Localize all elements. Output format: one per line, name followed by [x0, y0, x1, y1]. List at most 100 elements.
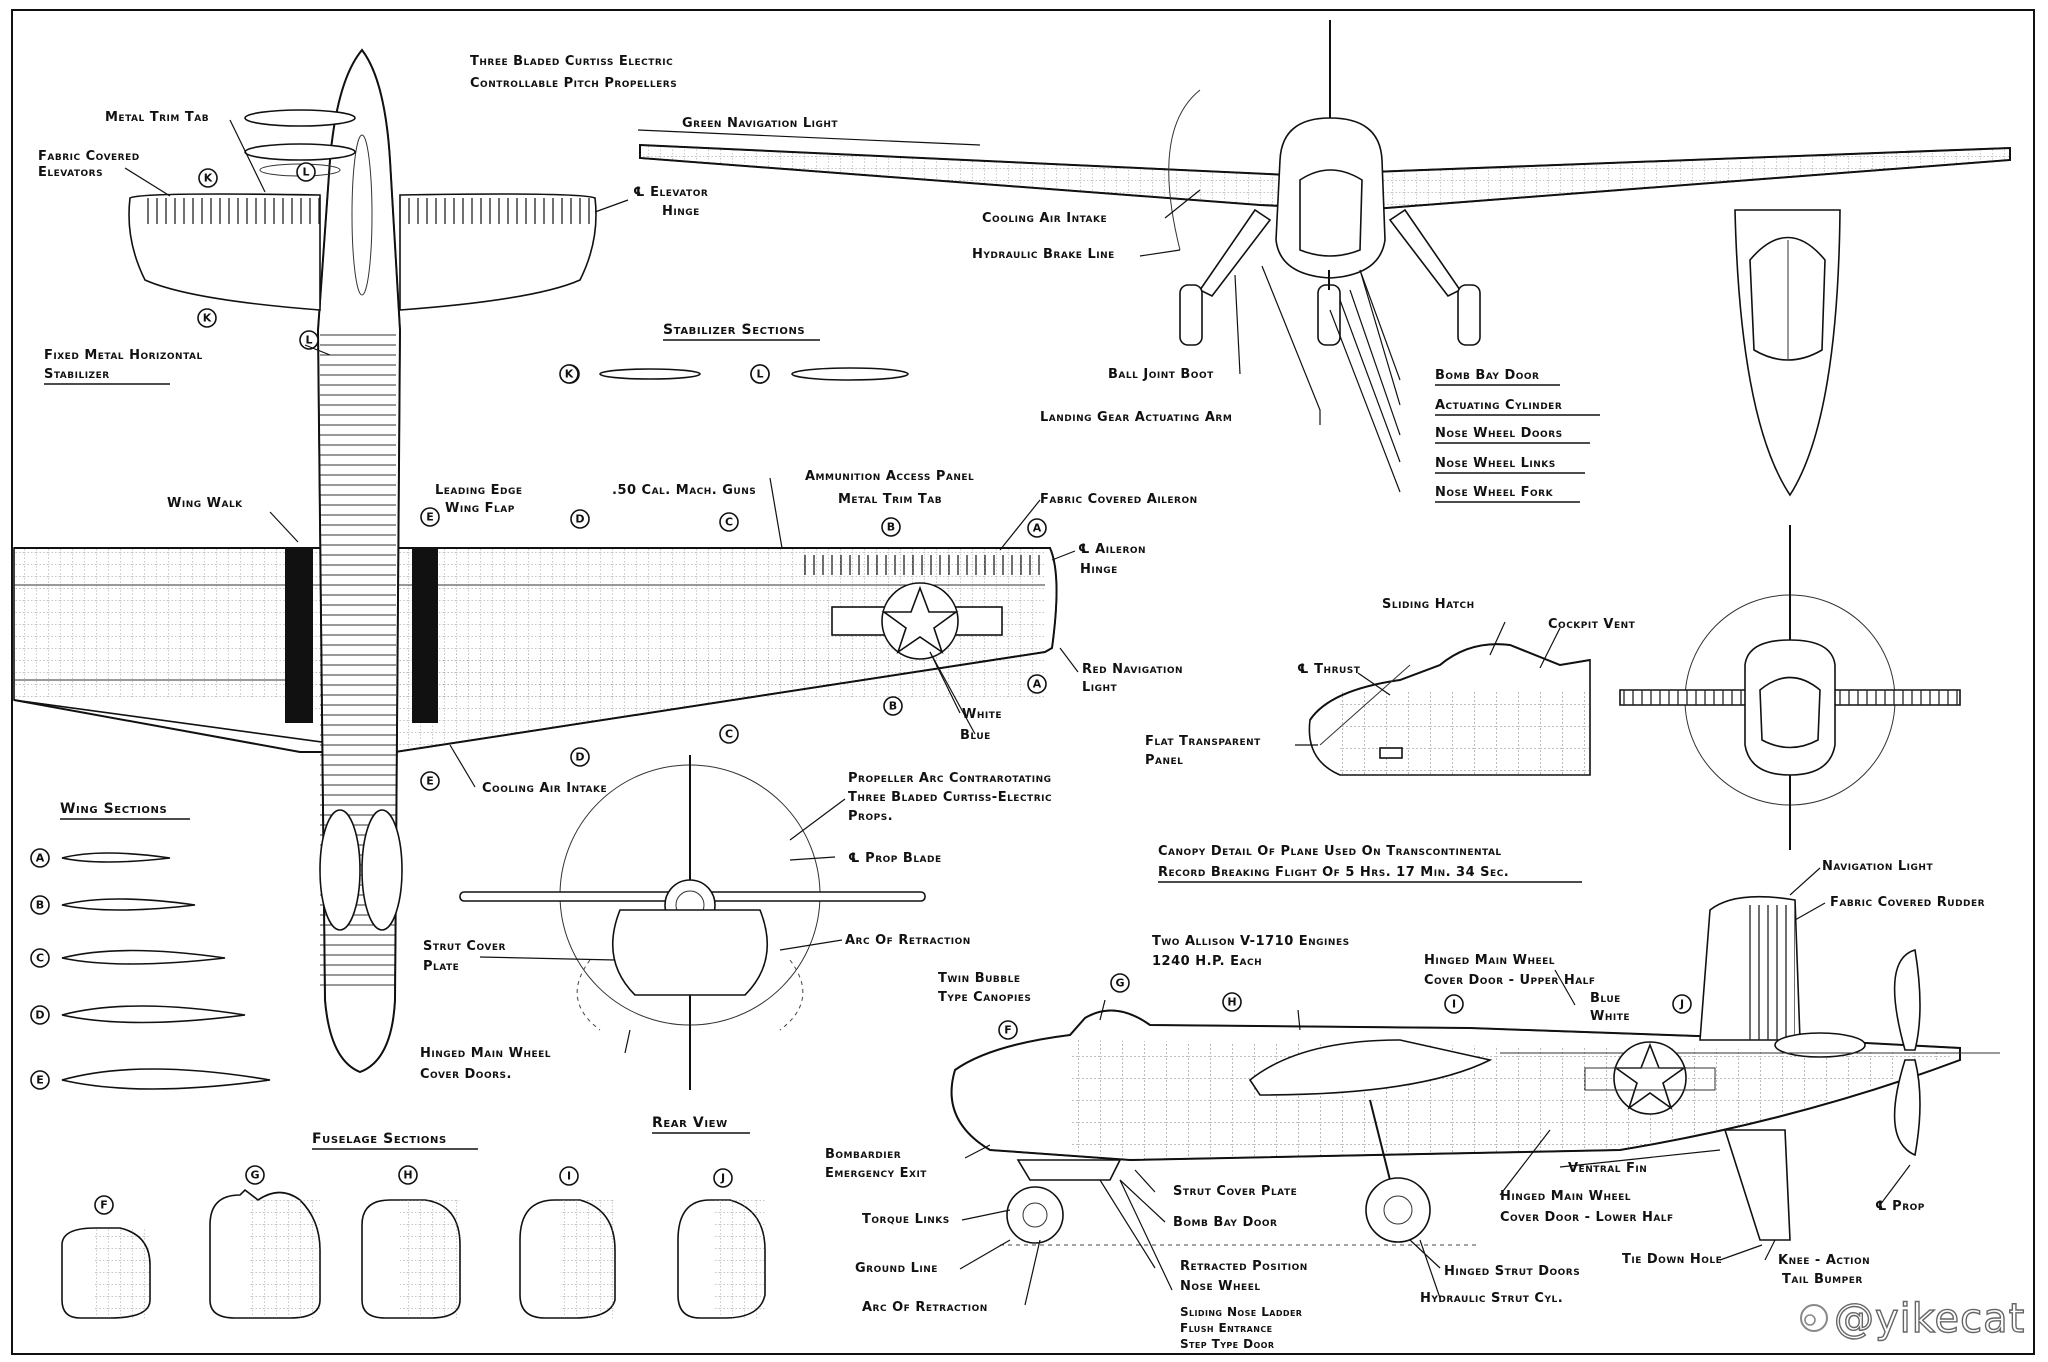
- label-cooling-air-front: Cooling Air Intake: [982, 211, 1107, 226]
- section-letter-c-1: C: [725, 516, 733, 529]
- leader-lines: [124, 119, 1911, 1306]
- label-strut-cover-plate: Strut Cover Plate: [1173, 1184, 1297, 1199]
- label-hinged-main-rear-2: Cover Doors.: [420, 1067, 512, 1082]
- section-letter-k-2: K: [203, 312, 212, 325]
- label-blue-side: Blue: [1590, 991, 1621, 1006]
- section-letter-l-2: L: [305, 334, 312, 347]
- label-elevator-hinge-1: ℄ Elevator: [633, 185, 708, 200]
- label-aileron-hinge-2: Hinge: [1080, 562, 1118, 577]
- side-view: [950, 895, 2000, 1246]
- label-hinged-lower-2: Cover Door - Lower Half: [1500, 1210, 1674, 1225]
- stab-section-letter-l: L: [756, 368, 763, 381]
- fuselage-section-letter-j: J: [720, 1172, 725, 1185]
- label-red-nav-1: Red Navigation: [1082, 662, 1183, 677]
- label-leading-edge-2: Wing Flap: [445, 501, 515, 516]
- fuselage-section-letter-g: G: [250, 1169, 259, 1182]
- label-arc-retraction-rear: Arc Of Retraction: [845, 933, 971, 948]
- wing-section-shapes: [61, 852, 271, 1090]
- label-knee-action-2: Tail Bumper: [1782, 1272, 1863, 1287]
- label-prop-cl: ℄ Prop: [1875, 1199, 1925, 1214]
- side-section-letter-h: H: [1227, 996, 1236, 1009]
- label-torque-links: Torque Links: [862, 1212, 950, 1227]
- title-fuselage-sections: Fuselage Sections: [312, 1131, 447, 1147]
- section-letter-d-2: D: [575, 751, 584, 764]
- label-bomb-bay-door-side: Bomb Bay Door: [1173, 1215, 1277, 1230]
- label-hydraulic-brake-line: Hydraulic Brake Line: [972, 247, 1115, 262]
- label-underlines: [44, 339, 1600, 1150]
- label-green-nav-light: Green Navigation Light: [682, 116, 838, 131]
- label-allison-1: Two Allison V-1710 Engines: [1152, 934, 1350, 949]
- label-bombardier-2: Emergency Exit: [825, 1166, 927, 1181]
- label-elevator-hinge-2: Hinge: [662, 204, 700, 219]
- label-blue-wing: Blue: [960, 728, 991, 743]
- wing-section-letter-a: A: [36, 852, 45, 865]
- label-cal-guns: .50 Cal. Mach. Guns: [612, 483, 756, 498]
- title-wing-sections: Wing Sections: [60, 801, 167, 817]
- label-canopy-detail-2: Record Breaking Flight Of 5 Hrs. 17 Min.…: [1158, 865, 1509, 880]
- section-letter-e-2: E: [426, 775, 434, 788]
- fuselage-section-shapes: [61, 1188, 766, 1319]
- label-leading-edge-1: Leading Edge: [435, 483, 523, 498]
- wing-section-letter-d: D: [35, 1009, 44, 1022]
- canopy-plan-view: [1734, 209, 1841, 497]
- label-fabric-aileron: Fabric Covered Aileron: [1040, 492, 1198, 507]
- label-thrust-cl: ℄ Thrust: [1297, 662, 1361, 677]
- section-letter-k-1: K: [204, 172, 213, 185]
- label-cockpit-vent: Cockpit Vent: [1548, 617, 1636, 632]
- label-bottom-1: Sliding Nose Ladder: [1180, 1305, 1302, 1319]
- label-metal-trim-tab-top: Metal Trim Tab: [105, 110, 209, 125]
- section-letter-b-1: B: [887, 521, 895, 534]
- label-prop-arc-1: Propeller Arc Contrarotating: [848, 771, 1052, 786]
- label-actuating-cylinder: Actuating Cylinder: [1435, 398, 1562, 413]
- stabilizer-section-shapes: [560, 364, 909, 384]
- stab-section-letter-k: K: [565, 368, 574, 381]
- label-prop-arc-3: Props.: [848, 809, 893, 824]
- watermark-text: @yikecat: [1834, 1296, 2025, 1342]
- label-retracted-2: Nose Wheel: [1180, 1279, 1261, 1294]
- wing-section-letter-e: E: [36, 1074, 44, 1087]
- label-nose-wheel-fork: Nose Wheel Fork: [1435, 485, 1554, 500]
- label-fabric-elevators-2: Elevators: [38, 165, 103, 180]
- section-letter-e-1: E: [426, 511, 434, 524]
- label-red-nav-2: Light: [1082, 680, 1118, 695]
- section-letter-l-1: L: [302, 166, 309, 179]
- label-hinged-strut-doors: Hinged Strut Doors: [1444, 1264, 1580, 1279]
- label-fabric-elevators-1: Fabric Covered: [38, 149, 140, 164]
- label-controllable-pitch: Controllable Pitch Propellers: [470, 76, 677, 91]
- sheet-border: [11, 9, 2035, 1355]
- canopy-front-view: [1619, 525, 1961, 850]
- label-fabric-rudder: Fabric Covered Rudder: [1830, 895, 1985, 910]
- label-hinged-upper-1: Hinged Main Wheel: [1424, 953, 1555, 968]
- label-cooling-air-wing: Cooling Air Intake: [482, 781, 607, 796]
- label-white-wing: White: [962, 707, 1002, 722]
- label-bottom-2: Flush Entrance: [1180, 1321, 1272, 1335]
- label-prop-arc-2: Three Bladed Curtiss-Electric: [848, 790, 1052, 805]
- label-retracted-1: Retracted Position: [1180, 1259, 1308, 1274]
- label-prop-blade-cl: ℄ Prop Blade: [848, 851, 942, 866]
- label-ground-line: Ground Line: [855, 1261, 938, 1276]
- label-ball-joint-boot: Ball Joint Boot: [1108, 367, 1214, 382]
- label-navigation-light: Navigation Light: [1822, 859, 1933, 874]
- section-letter-b-2: B: [889, 700, 897, 713]
- label-bomb-bay-door-front: Bomb Bay Door: [1435, 368, 1539, 383]
- side-section-letter-g: G: [1115, 977, 1124, 990]
- label-metal-trim-tab-wing: Metal Trim Tab: [838, 492, 942, 507]
- label-strut-cover-1: Strut Cover: [423, 939, 506, 954]
- side-section-letter-j: J: [1679, 998, 1684, 1011]
- label-hydraulic-strut: Hydraulic Strut Cyl.: [1420, 1291, 1563, 1306]
- fuselage-section-letter-i: I: [567, 1170, 571, 1183]
- side-section-letter-i: I: [1452, 998, 1456, 1011]
- fuselage-section-letter-f: F: [100, 1199, 108, 1212]
- label-fixed-stab-1: Fixed Metal Horizontal: [44, 348, 203, 363]
- label-ammo-panel: Ammunition Access Panel: [805, 469, 974, 484]
- label-tie-down-hole: Tie Down Hole: [1622, 1252, 1722, 1267]
- label-twin-bubble-2: Type Canopies: [938, 990, 1031, 1005]
- label-wing-walk: Wing Walk: [167, 496, 243, 511]
- label-hinged-lower-1: Hinged Main Wheel: [1500, 1189, 1631, 1204]
- wing-section-letter-b: B: [36, 899, 44, 912]
- label-knee-action-1: Knee - Action: [1778, 1253, 1870, 1268]
- side-section-letter-f: F: [1004, 1024, 1012, 1037]
- title-rear-view: Rear View: [652, 1115, 728, 1131]
